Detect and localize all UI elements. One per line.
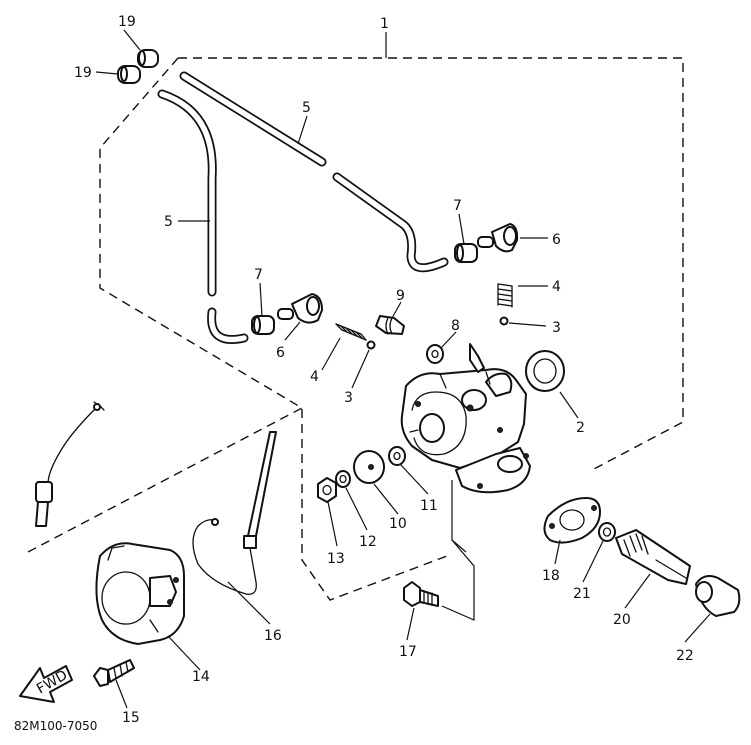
callout-1: 1 [380, 16, 389, 32]
banjo-fitting-lower [277, 293, 323, 324]
plate-10 [353, 450, 385, 484]
callout-19-lower: 19 [74, 65, 92, 81]
callout-15: 15 [122, 710, 140, 726]
banjo-bolt [375, 315, 405, 335]
callout-4-upper: 4 [552, 279, 561, 295]
washer-11 [388, 446, 406, 466]
bushing-upper [137, 49, 159, 68]
callout-9: 9 [396, 288, 405, 304]
check-ball-upper [499, 316, 509, 326]
callout-12: 12 [359, 534, 377, 550]
bracket-lines [441, 480, 475, 621]
fwd-arrow: FWD [19, 665, 73, 703]
callout-3-upper: 3 [552, 320, 561, 336]
bushing-lower [117, 65, 141, 84]
oil-seal [525, 350, 565, 392]
callout-19-upper: 19 [118, 14, 136, 30]
callout-11: 11 [420, 498, 438, 514]
diagram-code: 82M100-7050 [14, 719, 97, 733]
oil-hose-lower [157, 89, 249, 344]
banjo-fitting-upper [477, 223, 519, 253]
nut-13 [317, 477, 337, 503]
assembly-boundary [99, 57, 684, 601]
oil-hose-upper [179, 71, 449, 273]
callout-5-lower: 5 [164, 214, 173, 230]
screw-15 [93, 659, 135, 687]
callout-2: 2 [576, 420, 585, 436]
callout-20: 20 [613, 612, 631, 628]
callout-6-lower: 6 [276, 345, 285, 361]
callout-6-upper: 6 [552, 232, 561, 248]
callout-13: 13 [327, 551, 345, 567]
pump-cable-16 [192, 431, 277, 595]
callout-7-upper: 7 [453, 198, 462, 214]
callout-4-lower: 4 [310, 369, 319, 385]
collar-22 [695, 575, 741, 617]
callout-labels: 1 2 3 3 4 4 5 5 6 6 7 7 8 9 10 11 12 13 … [74, 14, 694, 726]
washer-8 [426, 344, 444, 364]
oil-pump-body [400, 343, 531, 494]
clip-upper [454, 243, 478, 263]
control-cable-upper [35, 401, 105, 527]
callout-5-upper: 5 [302, 100, 311, 116]
spring-lower [335, 323, 367, 341]
lock-washer-12 [335, 470, 351, 488]
callout-10: 10 [389, 516, 407, 532]
gasket-18 [543, 497, 601, 544]
drive-gear-shaft [615, 529, 691, 585]
callout-8: 8 [451, 318, 460, 334]
pump-cover [95, 542, 185, 645]
callout-16: 16 [264, 628, 282, 644]
callout-17: 17 [399, 644, 417, 660]
clip-lower [251, 315, 275, 335]
spring-upper [497, 283, 513, 308]
leader-lines [95, 29, 711, 709]
callout-7-lower: 7 [254, 267, 263, 283]
washer-21 [598, 522, 616, 542]
callout-21: 21 [573, 586, 591, 602]
check-ball-lower [366, 340, 376, 350]
callout-22: 22 [676, 648, 694, 664]
lower-boundary [27, 407, 303, 553]
callout-3-lower: 3 [344, 390, 353, 406]
callout-14: 14 [192, 669, 210, 685]
screw-17 [403, 581, 439, 607]
callout-18: 18 [542, 568, 560, 584]
